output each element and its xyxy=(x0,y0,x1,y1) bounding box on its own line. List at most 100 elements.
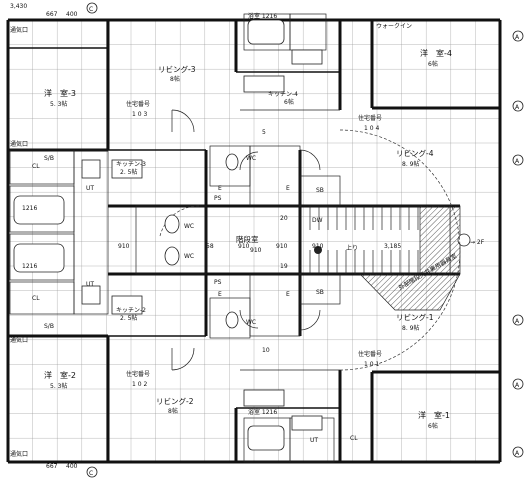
toilet-icon xyxy=(225,153,239,171)
room-living-2-size: 8帖 xyxy=(168,407,178,415)
partitions xyxy=(9,13,451,463)
label-cl: CL xyxy=(32,163,40,170)
label-walkin: ウォークイン xyxy=(376,22,412,30)
unit-101-title: 住宅番号 xyxy=(358,350,382,358)
axis-bottom-c: C xyxy=(89,470,93,477)
room-bath-left-a: 1216 xyxy=(22,205,37,212)
label-wc: WC xyxy=(246,155,256,162)
room-western-4: 洋 室-4 xyxy=(420,48,452,58)
dim-top-left: 3,430 xyxy=(10,3,27,10)
axis-right-c: A xyxy=(515,158,520,165)
stove-icon xyxy=(111,159,143,179)
room-living-3: リビング-3 xyxy=(158,64,196,74)
fixtures xyxy=(13,19,323,451)
label-sb: SB xyxy=(316,289,324,296)
label-e: E xyxy=(218,291,222,298)
room-kitchen-3: キッチン-3 xyxy=(116,161,146,168)
label-e: E xyxy=(218,185,222,192)
dim-stair-mid: 910 xyxy=(118,243,130,250)
hatch-code: DW xyxy=(312,217,323,224)
unit-labels: 住宅番号 1 0 3 住宅番号 1 0 2 住宅番号 1 0 4 住宅番号 1 … xyxy=(126,100,382,388)
dim-stair-1: 910 xyxy=(238,243,250,250)
axis-right-d: A xyxy=(515,318,520,325)
label-e: E xyxy=(286,291,290,298)
axis-markers xyxy=(86,2,524,478)
dim-bottom-b: 400 xyxy=(66,463,78,470)
room-western-4-size: 6帖 xyxy=(428,60,438,68)
unit-104-number: 1 0 4 xyxy=(364,125,379,132)
unit-101-number: 1 0 1 xyxy=(364,361,379,368)
room-stair-hall-num: 910 xyxy=(250,247,262,254)
note-10: 10 xyxy=(262,347,270,354)
room-bath-bottom: 浴室 1216 xyxy=(248,408,277,416)
stove-icon xyxy=(243,389,285,407)
axis-top-c: C xyxy=(89,6,93,13)
room-living-3-size: 8帖 xyxy=(170,75,180,83)
room-kitchen-2: キッチン-2 xyxy=(116,307,146,314)
unit-103-title: 住宅番号 xyxy=(126,100,150,108)
room-western-2: 洋 室-2 xyxy=(44,370,76,380)
note-19: 19 xyxy=(280,263,288,270)
washer-icon xyxy=(291,49,323,65)
room-kitchen-3-size: 2. 5帖 xyxy=(120,168,137,176)
bathtub-icon xyxy=(13,195,65,225)
vent-mark: 通気口 xyxy=(10,26,28,34)
vent-mark: 通気口 xyxy=(10,140,28,148)
label-shoe: S/B xyxy=(44,323,54,330)
axis-labels: C C A A A A A A 通気口 通気口 通気口 通気口 xyxy=(10,6,520,477)
dim-stair-left: 58 xyxy=(206,243,214,250)
room-western-3: 洋 室-3 xyxy=(44,88,76,98)
room-labels: 洋 室-3 5. 3帖 洋 室-2 5. 3帖 洋 室-4 6帖 洋 室-1 6… xyxy=(22,12,485,444)
bathtub-icon xyxy=(247,19,285,45)
label-sb: SB xyxy=(316,187,324,194)
axis-right-e: A xyxy=(515,382,520,389)
room-stair-hall: 階段室 xyxy=(236,234,259,244)
axis-right-f: A xyxy=(515,450,520,457)
room-kitchen-4: キッチン-4 xyxy=(268,91,298,98)
label-ut: UT xyxy=(86,185,94,192)
label-ps: PS xyxy=(214,195,222,202)
note-20: 20 xyxy=(280,215,288,222)
dim-stair-3: 910 xyxy=(312,243,324,250)
label-cl: CL xyxy=(32,295,40,302)
room-living-4: リビング-4 xyxy=(396,148,434,158)
toilet-icon xyxy=(225,311,239,329)
vent-mark: 通気口 xyxy=(10,450,28,458)
dim-stair-2: 910 xyxy=(276,243,288,250)
room-living-4-size: 8. 9帖 xyxy=(402,160,419,168)
label-wc: WC xyxy=(184,253,194,260)
label-wc: WC xyxy=(246,319,256,326)
bathtub-icon xyxy=(247,425,285,451)
toilet-icon xyxy=(164,214,180,234)
room-western-3-size: 5. 3帖 xyxy=(50,100,67,108)
room-living-2: リビング-2 xyxy=(156,396,194,406)
unit-102-title: 住宅番号 xyxy=(126,370,150,378)
room-bath-left-b: 1216 xyxy=(22,263,37,270)
dimension-labels: 3,430 667 400 667 400 910 910 910 3,185 … xyxy=(10,3,401,470)
stair-up-note: 上り xyxy=(346,244,358,252)
label-wc: WC xyxy=(184,223,194,230)
note-5: 5 xyxy=(262,129,266,136)
room-bath-top: 浴室 1216 xyxy=(248,12,277,20)
axis-right-a: A xyxy=(515,34,520,41)
dim-stair-4: 3,185 xyxy=(384,243,401,250)
label-e: E xyxy=(286,185,290,192)
label-ut: UT xyxy=(310,437,318,444)
unit-102-number: 1 0 2 xyxy=(132,381,147,388)
bathtub-icon xyxy=(13,243,65,273)
sink-icon xyxy=(81,285,101,305)
label-shoe: S/B xyxy=(44,155,54,162)
label-cl: CL xyxy=(350,435,358,442)
vent-mark: 通気口 xyxy=(10,336,28,344)
label-ut: UT xyxy=(86,281,94,288)
room-living-1: リビング-1 xyxy=(396,312,434,322)
stove-icon xyxy=(243,75,285,93)
room-western-2-size: 5. 3帖 xyxy=(50,382,67,390)
toilet-icon xyxy=(164,246,180,266)
axis-right-b: A xyxy=(515,104,520,111)
door-swings xyxy=(159,109,461,371)
sink-icon xyxy=(81,159,101,179)
unit-103-number: 1 0 3 xyxy=(132,111,147,118)
stair-treads xyxy=(309,206,419,274)
